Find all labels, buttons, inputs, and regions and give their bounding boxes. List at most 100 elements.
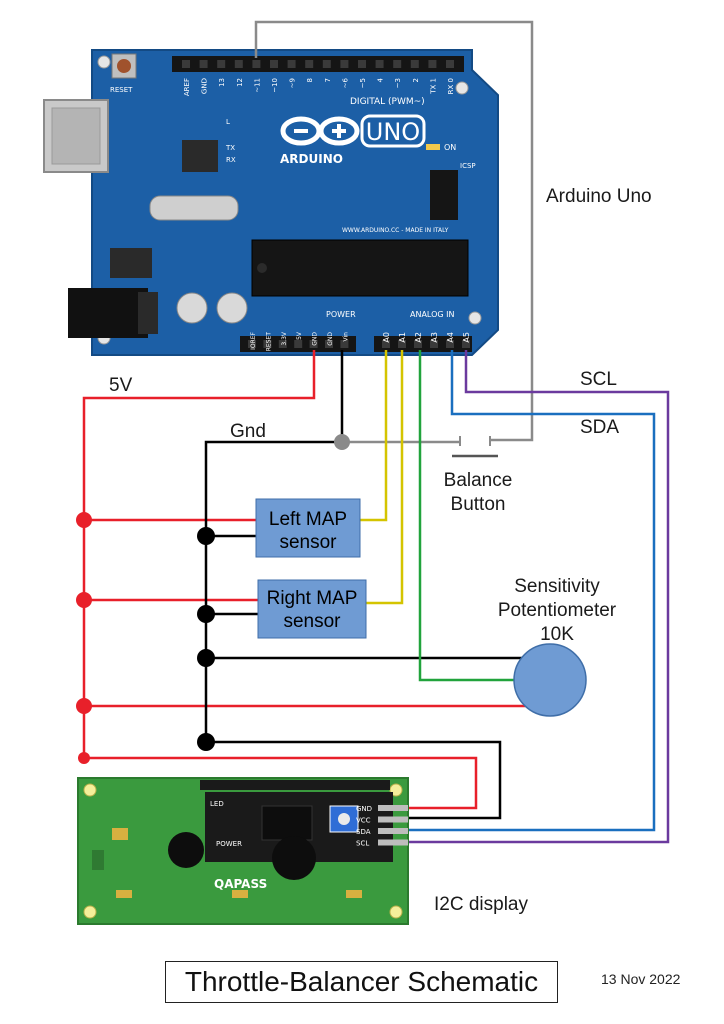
- left-map-sensor: Left MAP sensor: [255, 498, 361, 558]
- pin-label: AREF: [183, 78, 191, 96]
- pin-label: ~11: [253, 78, 261, 93]
- balance-button: [452, 436, 498, 458]
- wire-a2: [418, 350, 518, 682]
- header-pin: [270, 60, 278, 68]
- right-map-sensor-box: [257, 579, 367, 639]
- rx-led-label: RX: [226, 156, 236, 164]
- pin-label: TX 1: [429, 78, 437, 95]
- mount-hole: [455, 81, 469, 95]
- wires: [82, 20, 670, 844]
- header-pin: [252, 60, 261, 68]
- voltage-regulator: [110, 248, 152, 278]
- junction-5v: [76, 698, 92, 714]
- pin-label: A5: [462, 332, 471, 343]
- lcd-pin-label: SDA: [356, 828, 371, 836]
- junction-5v: [78, 752, 90, 764]
- right-map-sensor-label-1: Right MAP: [267, 588, 358, 609]
- capacitor: [216, 292, 248, 324]
- header-pin: [248, 340, 256, 348]
- lcd-pin-label: SCL: [356, 840, 369, 848]
- analog-pin-holes: [382, 340, 470, 348]
- lcd-pad: [116, 890, 132, 898]
- potentiometer-label-3: 10K: [540, 624, 574, 645]
- pin-label: 12: [236, 78, 244, 87]
- lcd-backpack-pin: [378, 839, 408, 846]
- wire-gnd-bus: [204, 440, 342, 742]
- wire-scl: [408, 350, 670, 844]
- header-pin: [393, 60, 402, 68]
- lcd-component: [92, 850, 104, 870]
- pin-label: A2: [414, 332, 423, 343]
- schematic-date: 13 Nov 2022: [601, 971, 681, 987]
- header-pin: [428, 60, 437, 68]
- chip-notch: [257, 263, 267, 273]
- logo-plus-v: [337, 124, 341, 138]
- contrast-trimmer-knob: [338, 813, 350, 825]
- lcd-component: [112, 828, 128, 840]
- pin-label: ~5: [359, 78, 367, 88]
- header-pin: [287, 60, 296, 68]
- wire-5v-lcd: [84, 756, 478, 810]
- scl-label: SCL: [580, 369, 617, 390]
- junction-gnd: [197, 527, 215, 545]
- dc-power-jack-tip: [138, 292, 158, 334]
- header-pin: [234, 60, 243, 68]
- reset-button-cap: [117, 59, 131, 73]
- reset-label: RESET: [110, 86, 133, 94]
- header-pin: [263, 340, 272, 348]
- wire-5v-bus: [82, 350, 316, 758]
- crystal: [149, 195, 239, 221]
- lcd-backpack-pin: [378, 828, 408, 834]
- lcd-power-label: POWER: [216, 840, 242, 848]
- header-pin: [446, 60, 454, 68]
- junction-gnd-button: [334, 434, 350, 450]
- pin-label: 13: [218, 78, 226, 87]
- header-pin: [462, 340, 470, 348]
- header-pin: [217, 60, 226, 68]
- header-pin: [305, 60, 314, 68]
- uno-label: UNO: [366, 118, 420, 146]
- uno-badge: [360, 114, 426, 148]
- junction-gnd: [197, 605, 215, 623]
- wire-a0: [360, 350, 388, 522]
- atmega-chip: [251, 239, 469, 297]
- pin-label: A3: [430, 332, 439, 343]
- pin-label: GND: [327, 332, 334, 346]
- pin-label: 2: [412, 78, 420, 82]
- lcd-pad: [346, 890, 362, 898]
- arduino-brand-label: ARDUINO: [280, 152, 343, 166]
- pin-label: A0: [382, 332, 391, 343]
- wire-pin13: [254, 20, 534, 442]
- header-pin: [182, 60, 190, 68]
- pin-label: Vin: [342, 332, 349, 342]
- 5v-label: 5V: [109, 375, 133, 396]
- wire-sda: [408, 350, 656, 832]
- wire-gnd-lcd: [206, 740, 502, 820]
- right-map-sensor: Right MAP sensor: [257, 579, 367, 639]
- header-pin: [322, 60, 331, 68]
- dc-power-jack: [68, 288, 148, 338]
- schematic-title: Throttle-Balancer Schematic: [165, 961, 558, 1003]
- header-pin: [414, 340, 422, 348]
- logo-infinity-right: [318, 116, 360, 146]
- i2c-chip: [261, 805, 313, 841]
- lcd-mount-hole: [83, 905, 97, 919]
- usb-chip: [182, 140, 218, 172]
- sensitivity-potentiometer: [513, 643, 587, 717]
- lcd-brand-label: QAPASS: [214, 877, 267, 891]
- arduino-logo: [280, 116, 360, 146]
- power-header-label: POWER: [326, 310, 356, 319]
- wire-a1: [366, 350, 404, 605]
- arduino-uno-label: Arduino Uno: [546, 186, 652, 207]
- pin-label: ~6: [341, 77, 349, 88]
- balance-button-label-1: Balance: [444, 470, 513, 491]
- lcd-pin-header: [200, 780, 390, 790]
- pin-label: GND: [312, 332, 319, 346]
- pin-label: GND: [201, 78, 209, 94]
- usb-connector-inner: [51, 107, 101, 165]
- analog-header-label: ANALOG IN: [410, 310, 455, 319]
- potentiometer-label-2: Potentiometer: [498, 600, 617, 621]
